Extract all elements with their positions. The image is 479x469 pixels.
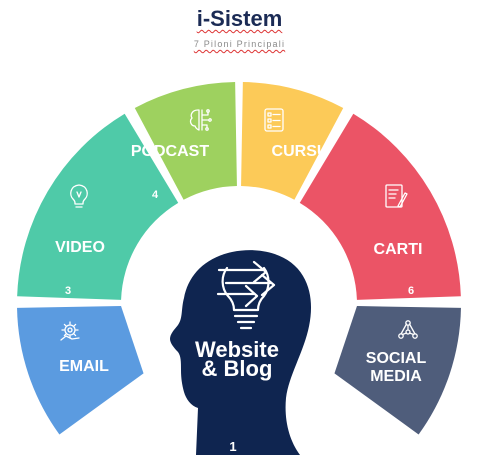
segment-shape-video xyxy=(17,113,179,300)
segment-number-email: 2 xyxy=(81,427,87,439)
center-title-line1: Website xyxy=(195,337,279,362)
segment-cursuri: CURSURI5 xyxy=(241,82,344,201)
head-silhouette xyxy=(170,250,312,455)
segments-layer: EMAIL 2 VIDEO 3 PODCAST 4 CURSURI5CARTI 6SOCIAL… xyxy=(17,82,461,439)
segment-label-podcast: PODCAST xyxy=(131,143,209,160)
segment-shape-carti xyxy=(299,113,461,300)
segment-email: EMAIL 2 xyxy=(17,306,144,439)
network-icon xyxy=(398,320,418,339)
document-pen-icon xyxy=(385,184,408,208)
segment-number-social: 7 xyxy=(393,427,399,439)
segment-shape-cursuri xyxy=(241,82,344,200)
center-number: 1 xyxy=(229,439,236,454)
bulb-arrows-icon xyxy=(216,260,276,330)
center-head xyxy=(170,250,312,455)
segment-number-carti: 6 xyxy=(408,285,414,297)
segment-label-social-1: SOCIAL xyxy=(366,350,427,367)
segment-label-carti: CARTI xyxy=(374,241,423,258)
checklist-icon xyxy=(264,108,284,132)
segment-video: VIDEO 3 xyxy=(17,113,179,300)
subtitle-text: 7 Piloni Principali xyxy=(193,39,286,49)
segment-shape-podcast xyxy=(134,82,237,200)
segment-label-email: EMAIL xyxy=(59,358,109,375)
lightbulb-icon xyxy=(70,184,88,208)
brain-circuit-icon xyxy=(189,109,212,131)
segment-label-cursuri: CURSURI xyxy=(272,143,345,160)
segment-podcast: PODCAST 4 xyxy=(131,82,237,201)
diagram-title: i-Sistem xyxy=(196,6,283,31)
segment-shape-social xyxy=(334,306,461,435)
segment-shape-email xyxy=(17,306,144,435)
segment-number-podcast: 4 xyxy=(152,189,159,201)
center-title-line2: & Blog xyxy=(202,356,273,381)
segment-carti: CARTI 6 xyxy=(299,113,461,300)
segment-label-social-2: MEDIA xyxy=(370,368,422,385)
segment-label-video: VIDEO xyxy=(55,239,105,256)
segment-number-video: 3 xyxy=(65,285,71,297)
diagram-subtitle: 7 Piloni Principali xyxy=(0,39,479,49)
gear-hand-icon xyxy=(60,321,80,341)
